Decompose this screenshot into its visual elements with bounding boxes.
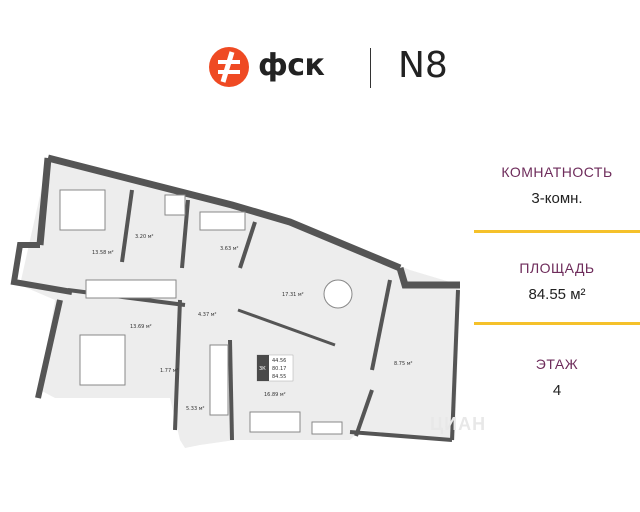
apartment-floor <box>20 160 460 448</box>
header-divider <box>370 48 371 88</box>
room-hall-area: 4.37 м² <box>198 312 217 318</box>
inner-wall <box>228 339 234 441</box>
floor-block: ЭТАЖ 4 <box>474 356 640 399</box>
summary-living: 44.56 <box>272 358 286 364</box>
outer-wall <box>396 267 460 289</box>
room-bath2-area: 3.63 м² <box>220 246 239 252</box>
sofa <box>249 411 301 433</box>
header: фск N8 <box>0 0 640 110</box>
outer-wall <box>349 430 453 442</box>
inner-wall <box>120 189 134 263</box>
summary-with-balcony: 84.55 <box>272 374 286 380</box>
outer-wall <box>35 299 63 399</box>
inner-wall <box>238 221 257 269</box>
brand-name: фск <box>258 48 325 83</box>
floor-value: 4 <box>552 382 562 399</box>
room-kitchen-area: 17.31 м² <box>282 292 304 298</box>
outer-wall <box>10 242 73 295</box>
bed <box>59 189 106 231</box>
summary-total: 80.17 <box>272 366 286 372</box>
bathtub <box>199 211 246 231</box>
area-block: ПЛОЩАДЬ 84.55 м² <box>474 260 640 303</box>
room-living-area: 16.89 м² <box>264 392 286 398</box>
project-name: N8 <box>398 45 448 86</box>
room-bath1-area: 3.20 м² <box>135 234 154 240</box>
rooms-block: КОМНАТНОСТЬ 3-комн. <box>474 164 640 207</box>
wardrobe <box>85 279 177 299</box>
rooms-value: 3-комн. <box>531 190 583 207</box>
fsk-logo-icon <box>209 47 249 87</box>
area-value: 84.55 м² <box>528 286 586 303</box>
room-balcony-area: 8.75 м² <box>394 361 413 367</box>
wardrobe <box>209 344 229 416</box>
floor-label: ЭТАЖ <box>535 356 579 372</box>
separator-yellow <box>474 322 640 325</box>
room-bedroom2-area: 13.69 м² <box>130 324 152 330</box>
dining-table <box>323 279 353 309</box>
tv-stand <box>311 421 343 435</box>
inner-wall <box>354 389 374 437</box>
rooms-label: КОМНАТНОСТЬ <box>501 164 613 180</box>
area-label: ПЛОЩАДЬ <box>519 260 595 276</box>
room-bedroom1-area: 13.58 м² <box>92 250 114 256</box>
outer-wall <box>36 157 52 246</box>
outer-wall <box>450 289 460 441</box>
floor-plan: 3К 44.56 80.17 84.55 13.58 м² 3.20 м² 3.… <box>10 154 460 448</box>
bed <box>79 334 126 386</box>
separator-yellow <box>474 230 640 233</box>
summary-type-badge <box>257 355 269 381</box>
watermark: ЦИАН <box>430 414 487 434</box>
inner-wall <box>370 279 392 371</box>
shower <box>164 194 186 216</box>
outer-wall <box>47 154 402 272</box>
room-storage-area: 1.77 м² <box>160 368 179 374</box>
inner-wall <box>173 299 182 431</box>
inner-wall <box>180 199 190 269</box>
room-corridor-area: 5.33 м² <box>186 406 205 412</box>
summary-type: 3К <box>259 366 266 372</box>
inner-wall <box>237 308 336 347</box>
